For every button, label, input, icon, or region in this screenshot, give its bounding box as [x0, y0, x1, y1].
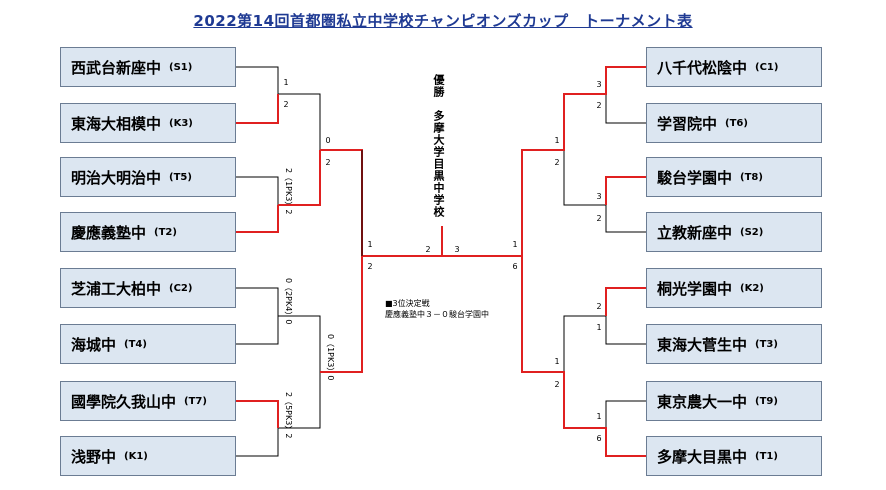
team-box: 慶應義塾中 (T2) — [60, 212, 236, 252]
team-code: (T8) — [740, 171, 763, 183]
team-code: (K2) — [740, 282, 764, 294]
score: 2 — [367, 262, 373, 271]
final-score-left: 2 — [425, 245, 431, 254]
score: 1 — [367, 240, 373, 249]
team-name: 海城中 — [71, 335, 117, 354]
team-box: 多摩大目黒中 (T1) — [646, 436, 822, 476]
champion-label: 優勝 多摩大学目黒中学校 — [430, 74, 446, 218]
team-name: 八千代松陰中 — [657, 58, 748, 77]
champion-title: 優勝 — [432, 74, 445, 98]
team-box: 八千代松陰中 (C1) — [646, 47, 822, 87]
team-name: 学習院中 — [657, 114, 718, 133]
team-box: 立教新座中 (S2) — [646, 212, 822, 252]
score: 1 — [512, 240, 518, 249]
score: 1 — [554, 357, 560, 366]
page-title: 2022第14回首都圏私立中学校チャンピオンズカップ トーナメント表 — [193, 12, 693, 30]
score: 1 — [596, 323, 602, 332]
team-name: 明治大明治中 — [71, 168, 162, 187]
team-code: (S2) — [740, 226, 764, 238]
score: 1 — [596, 412, 602, 421]
score: 2 — [325, 158, 331, 167]
team-name: 立教新座中 — [657, 223, 733, 242]
team-code: (C1) — [755, 61, 779, 73]
third-place-note: ■3位決定戦 慶應義塾中３－０駿台学園中 — [385, 298, 489, 320]
team-name: 芝浦工大柏中 — [71, 279, 162, 298]
team-box: 東海大相模中 (K3) — [60, 103, 236, 143]
team-code: (C2) — [169, 282, 193, 294]
team-code: (S1) — [169, 61, 193, 73]
score-pk: 2（5PK3）2 — [284, 392, 293, 439]
third-place-result: 慶應義塾中３－０駿台学園中 — [385, 310, 489, 319]
team-box: 東京農大一中 (T9) — [646, 381, 822, 421]
team-name: 多摩大目黒中 — [657, 447, 748, 466]
team-name: 慶應義塾中 — [71, 223, 147, 242]
score: 6 — [512, 262, 518, 271]
team-code: (T2) — [154, 226, 177, 238]
score: 0 — [325, 136, 331, 145]
team-box: 浅野中 (K1) — [60, 436, 236, 476]
team-name: 桐光学園中 — [657, 279, 733, 298]
score: 3 — [596, 80, 602, 89]
team-box: 駿台学園中 (T8) — [646, 157, 822, 197]
team-box: 西武台新座中 (S1) — [60, 47, 236, 87]
team-code: (K3) — [169, 117, 193, 129]
score: 2 — [554, 380, 560, 389]
score: 1 — [554, 136, 560, 145]
score: 2 — [596, 101, 602, 110]
score: 6 — [596, 434, 602, 443]
team-name: 浅野中 — [71, 447, 117, 466]
team-name: 東海大相模中 — [71, 114, 162, 133]
team-code: (T7) — [184, 395, 207, 407]
champion-team: 多摩大学目黒中学校 — [432, 110, 445, 218]
team-name: 西武台新座中 — [71, 58, 162, 77]
team-name: 東海大菅生中 — [657, 335, 748, 354]
team-code: (T9) — [755, 395, 778, 407]
team-box: 國學院久我山中 (T7) — [60, 381, 236, 421]
score: 2 — [554, 158, 560, 167]
team-name: 東京農大一中 — [657, 392, 748, 411]
team-code: (T3) — [755, 338, 778, 350]
team-code: (K1) — [124, 450, 148, 462]
team-box: 海城中 (T4) — [60, 324, 236, 364]
score: 2 — [596, 302, 602, 311]
score: 2 — [596, 214, 602, 223]
team-code: (T6) — [725, 117, 748, 129]
score: 3 — [596, 192, 602, 201]
score: 2 — [283, 100, 289, 109]
final-score-right: 3 — [454, 245, 460, 254]
team-code: (T1) — [755, 450, 778, 462]
score: 1 — [283, 78, 289, 87]
team-box: 芝浦工大柏中 (C2) — [60, 268, 236, 308]
team-box: 明治大明治中 (T5) — [60, 157, 236, 197]
team-code: (T4) — [124, 338, 147, 350]
score-pk: 0（2PK4）0 — [284, 278, 293, 325]
team-box: 東海大菅生中 (T3) — [646, 324, 822, 364]
team-box: 学習院中 (T6) — [646, 103, 822, 143]
third-place-heading: ■3位決定戦 — [385, 299, 430, 308]
team-name: 駿台学園中 — [657, 168, 733, 187]
team-box: 桐光学園中 (K2) — [646, 268, 822, 308]
score-pk: 0（1PK3）0 — [326, 334, 335, 381]
team-code: (T5) — [169, 171, 192, 183]
score-pk: 2（1PK3）2 — [284, 168, 293, 215]
team-name: 國學院久我山中 — [71, 392, 177, 411]
